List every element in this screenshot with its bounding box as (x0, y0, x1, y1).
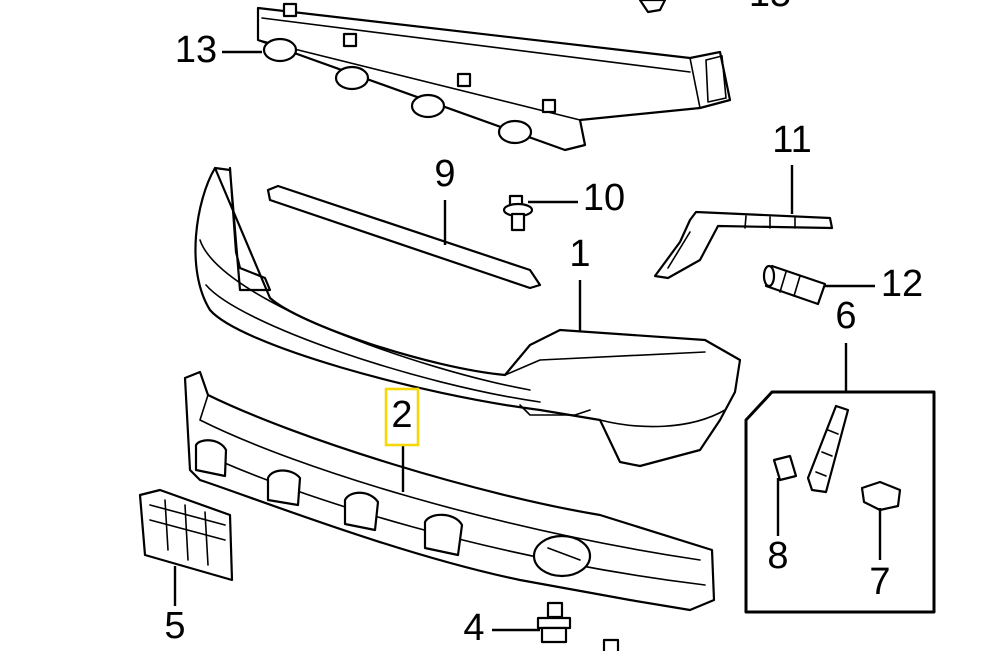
callout-13[interactable]: 13 (175, 29, 217, 71)
callout-15[interactable]: 15 (749, 0, 791, 15)
part-11-bracket[interactable] (653, 210, 834, 280)
part-10-push-pin[interactable] (502, 194, 534, 232)
part-6-group-box[interactable] (744, 390, 936, 614)
part-9-molding-strip[interactable] (266, 184, 542, 290)
callout-4[interactable]: 4 (463, 607, 484, 649)
callout-8[interactable]: 8 (767, 535, 788, 577)
callout-1[interactable]: 1 (569, 233, 590, 275)
highlight-box-callout-2 (384, 387, 420, 447)
part-partial-fastener[interactable] (602, 638, 620, 651)
part-7-clip[interactable] (860, 480, 902, 512)
part-4-fastener[interactable] (536, 601, 572, 644)
callout-6[interactable]: 6 (835, 295, 856, 337)
callout-7[interactable]: 7 (869, 561, 890, 603)
callout-12[interactable]: 12 (881, 263, 923, 305)
callout-11[interactable]: 11 (772, 119, 811, 161)
part-12-bushing[interactable] (762, 264, 827, 306)
callout-5[interactable]: 5 (164, 605, 185, 647)
part-8-clip[interactable] (772, 454, 798, 482)
part-2-valance[interactable] (183, 370, 716, 612)
callout-10[interactable]: 10 (583, 177, 625, 219)
part-1-bumper-cover[interactable] (194, 166, 742, 468)
part-5-license-bracket[interactable] (138, 488, 234, 582)
part-13-reinforcement[interactable] (256, 0, 732, 152)
leader-lines (173, 50, 882, 632)
callout-9[interactable]: 9 (434, 153, 455, 195)
callout-2[interactable]: 2 (391, 394, 412, 436)
